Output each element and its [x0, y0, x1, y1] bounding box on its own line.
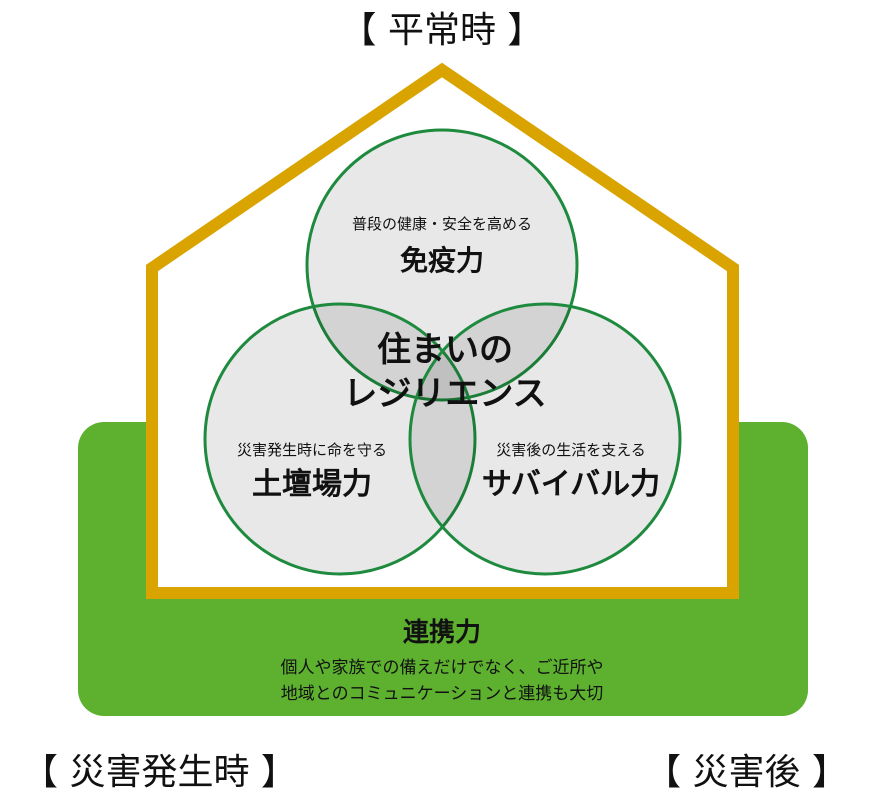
circle-last-minute	[203, 302, 477, 576]
label-during-disaster: 【 災害発生時 】	[22, 752, 297, 793]
label-normal-time: 【 平常時 】	[341, 10, 544, 51]
survival-title: サバイバル力	[482, 467, 660, 502]
survival-subtitle: 災害後の生活を支える	[496, 441, 646, 459]
cooperation-desc-line2: 地域とのコミュニケーションと連携も大切	[281, 684, 604, 704]
circle-immunity	[305, 128, 579, 402]
center-title-line2: レジリエンス	[343, 374, 546, 414]
immunity-title: 免疫力	[400, 244, 484, 277]
cooperation-desc-line1: 個人や家族での備えだけでなく、ご近所や	[281, 658, 604, 678]
venn-circles	[203, 128, 682, 576]
circle-survival	[408, 302, 682, 576]
house-outline	[146, 62, 739, 599]
last-minute-title: 土壇場力	[252, 467, 372, 502]
immunity-subtitle: 普段の健康・安全を高める	[352, 215, 532, 233]
cooperation-title: 連携力	[403, 617, 481, 648]
center-title-line1: 住まいの	[377, 330, 513, 370]
label-after-disaster: 【 災害後 】	[645, 752, 848, 793]
last-minute-subtitle: 災害発生時に命を守る	[237, 441, 387, 459]
